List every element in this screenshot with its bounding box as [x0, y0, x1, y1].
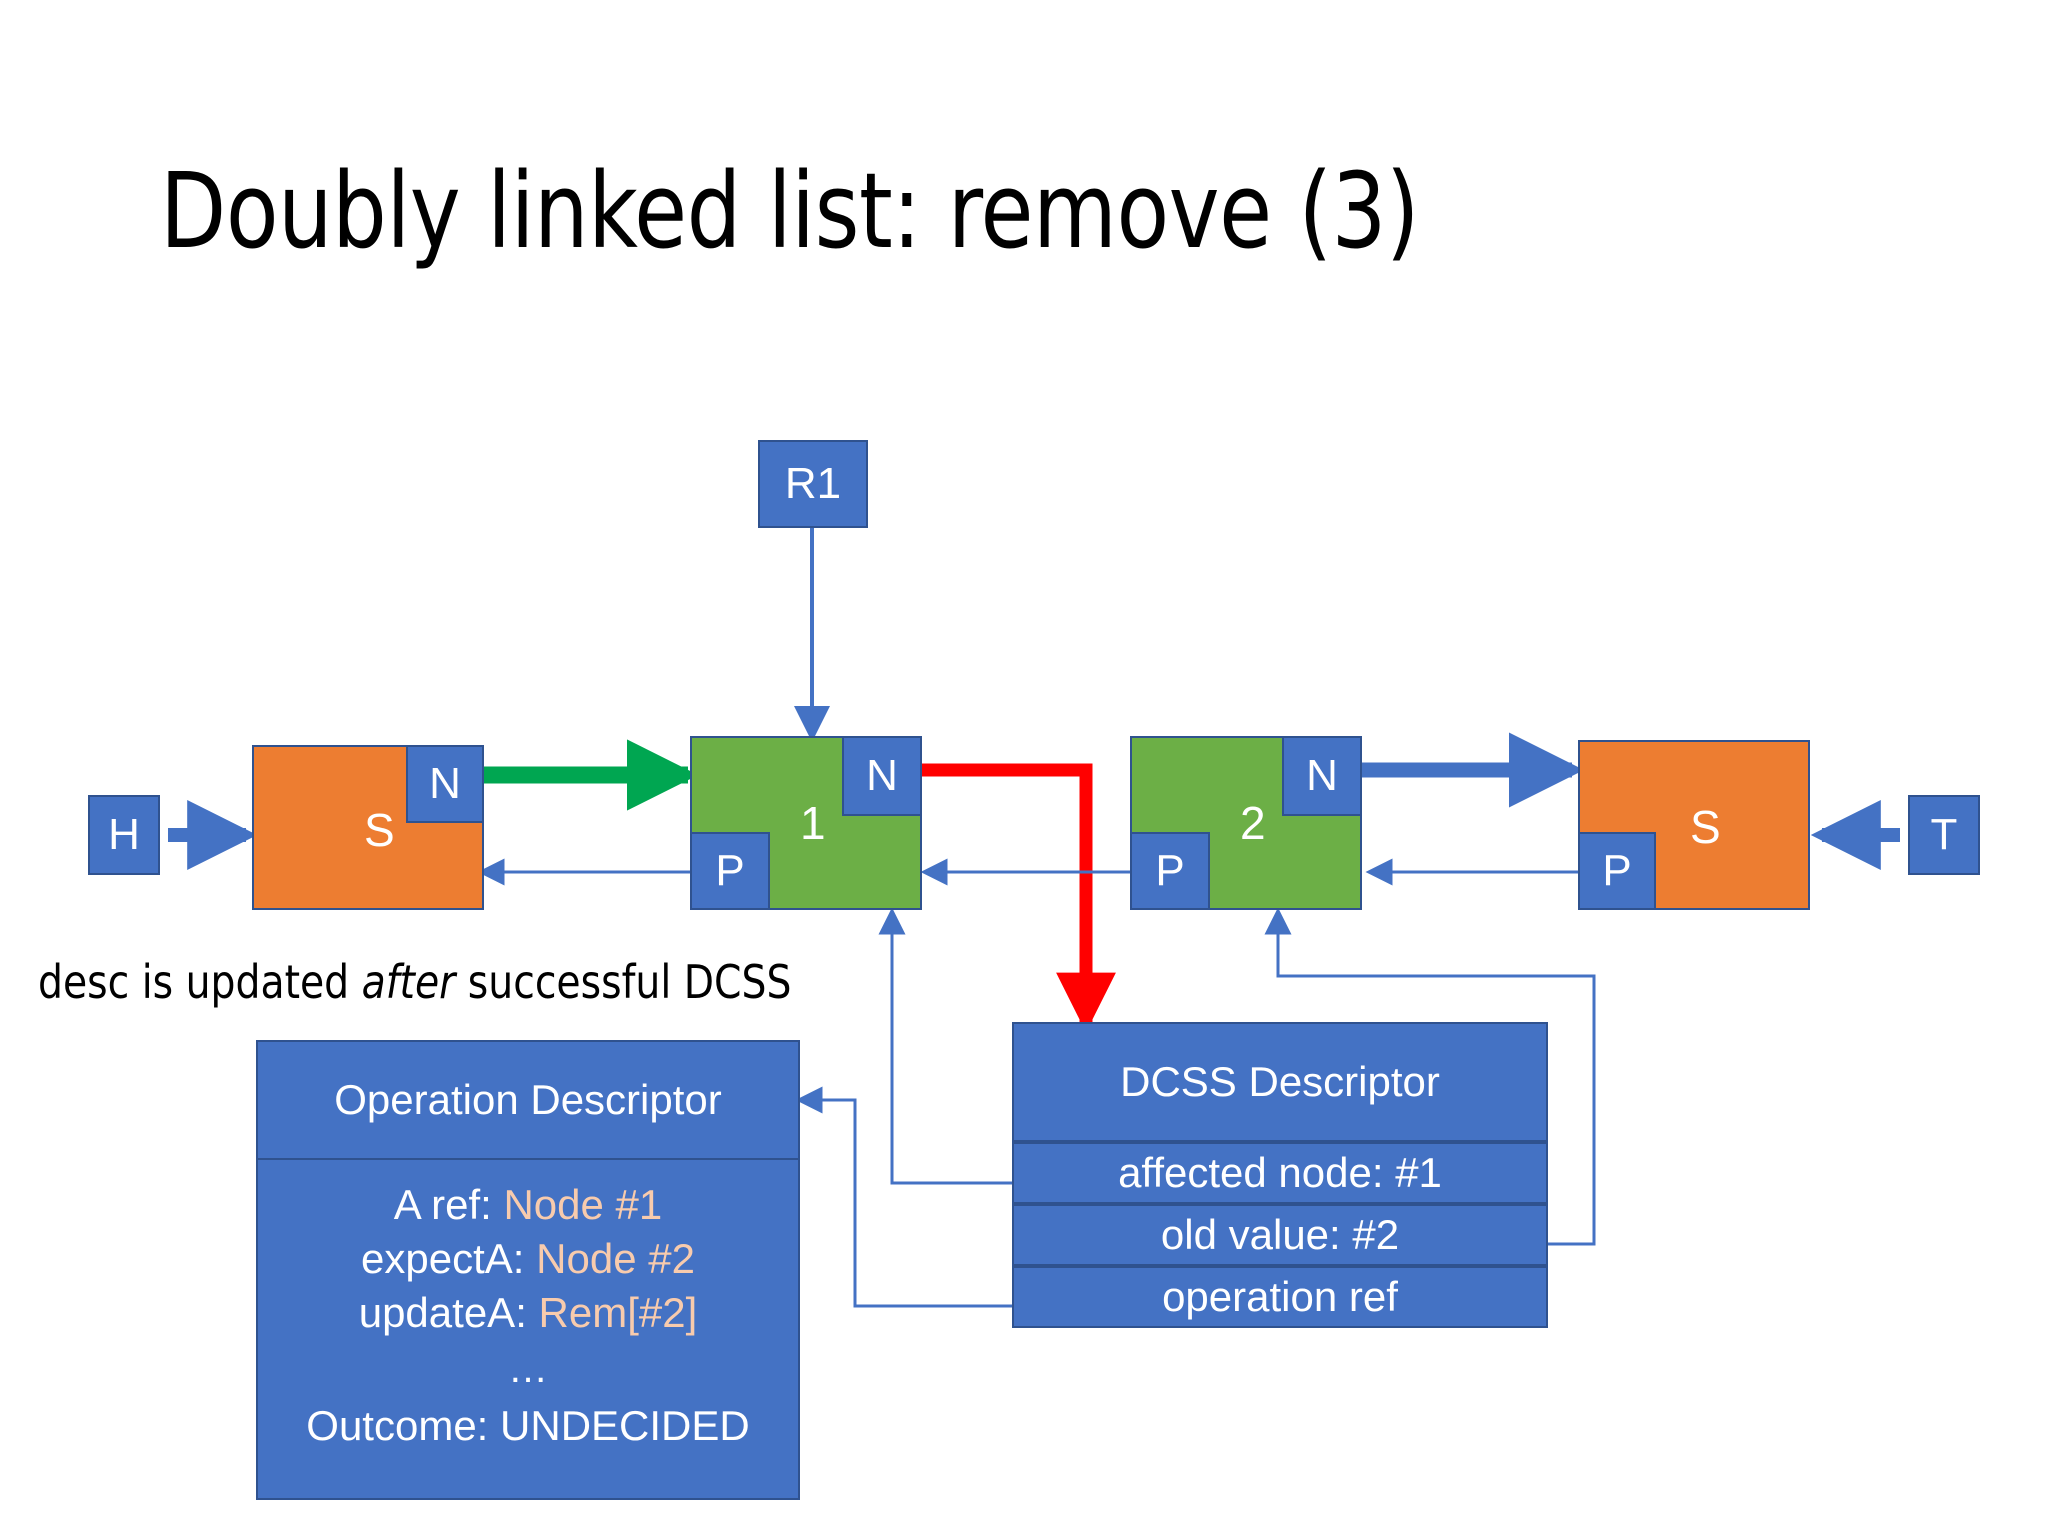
- node-sentinel-head-label: S: [364, 804, 395, 856]
- pointer-label-r1: R1: [784, 459, 842, 508]
- node-sentinel-head-next-field[interactable]: N: [406, 745, 484, 823]
- operation-descriptor-panel[interactable]: Operation Descriptor A ref: Node #1 expe…: [256, 1040, 800, 1500]
- connector-affected-node-to-node1: [878, 907, 1012, 1185]
- dcss-row-old-value-text: old value: #2: [1160, 1211, 1400, 1258]
- dcss-descriptor-title-text: DCSS Descriptor: [1120, 1058, 1440, 1105]
- pointer-label-t: T: [1930, 810, 1958, 859]
- dcss-row-old-value[interactable]: old value: #2: [1012, 1204, 1548, 1266]
- operation-descriptor-body: A ref: Node #1 expectA: Node #2 updateA:…: [256, 1158, 800, 1500]
- operation-descriptor-title: Operation Descriptor: [256, 1040, 800, 1160]
- opdesc-ellipsis: …: [508, 1347, 548, 1392]
- next-field-label: N: [429, 759, 461, 808]
- next-field-label: N: [1306, 751, 1338, 800]
- caption-desc-updated: desc is updated after successful DCSS: [38, 955, 791, 1009]
- opdesc-outcome: Outcome: UNDECIDED: [306, 1399, 749, 1453]
- node-sentinel-tail-label: S: [1690, 801, 1721, 853]
- opdesc-row-2-value: Rem[#2]: [538, 1288, 698, 1336]
- connector-operation-ref-to-opdesc: [795, 1086, 1012, 1308]
- dcss-row-affected-node-text: affected node: #1: [1118, 1149, 1442, 1196]
- opdesc-outcome-key: Outcome:: [306, 1402, 501, 1450]
- next-field-label: N: [866, 751, 898, 800]
- pointer-box-h[interactable]: H: [88, 795, 160, 875]
- prev-field-label: P: [1155, 846, 1185, 895]
- node-1-label: 1: [800, 797, 826, 849]
- opdesc-outcome-value: UNDECIDED: [500, 1402, 750, 1450]
- caption-prefix: desc is updated: [38, 955, 362, 1009]
- opdesc-row-1-value: Node #2: [536, 1234, 695, 1282]
- opdesc-row-2-key: updateA:: [358, 1288, 539, 1336]
- caption-suffix: successful DCSS: [455, 955, 792, 1009]
- node-1-prev-field[interactable]: P: [690, 832, 770, 910]
- dcss-row-operation-ref[interactable]: operation ref: [1012, 1266, 1548, 1328]
- opdesc-row-0-value: Node #1: [503, 1181, 663, 1228]
- opdesc-row-0: A ref: Node #1: [394, 1178, 663, 1232]
- node-2-next-field[interactable]: N: [1282, 736, 1362, 816]
- caption-emphasis: after: [361, 955, 456, 1009]
- node-2-prev-field[interactable]: P: [1130, 832, 1210, 910]
- opdesc-row-2: updateA: Rem[#2]: [359, 1286, 698, 1340]
- pointer-label-h: H: [108, 810, 140, 859]
- opdesc-row-1-key: expectA:: [361, 1234, 537, 1282]
- prev-field-label: P: [1602, 846, 1632, 895]
- node-sentinel-head[interactable]: S: [252, 745, 484, 910]
- pointer-box-t[interactable]: T: [1908, 795, 1980, 875]
- node-1-next-field[interactable]: N: [842, 736, 922, 816]
- page-title: Doubly linked list: remove (3): [160, 150, 1420, 272]
- operation-descriptor-title-text: Operation Descriptor: [334, 1076, 722, 1123]
- dcss-row-operation-ref-text: operation ref: [1162, 1273, 1398, 1320]
- node-2-label: 2: [1240, 797, 1266, 849]
- dcss-descriptor-panel[interactable]: DCSS Descriptor affected node: #1 old va…: [1012, 1022, 1548, 1350]
- prev-field-label: P: [715, 846, 745, 895]
- arrow-red-node1-next-to-dcss: [920, 763, 1116, 1033]
- node-sentinel-tail-prev-field[interactable]: P: [1578, 832, 1656, 910]
- dcss-descriptor-title: DCSS Descriptor: [1012, 1022, 1548, 1142]
- dcss-row-affected-node[interactable]: affected node: #1: [1012, 1142, 1548, 1204]
- pointer-box-r1[interactable]: R1: [758, 440, 868, 528]
- opdesc-row-1: expectA: Node #2: [361, 1232, 695, 1286]
- opdesc-row-0-key: A ref:: [393, 1181, 504, 1228]
